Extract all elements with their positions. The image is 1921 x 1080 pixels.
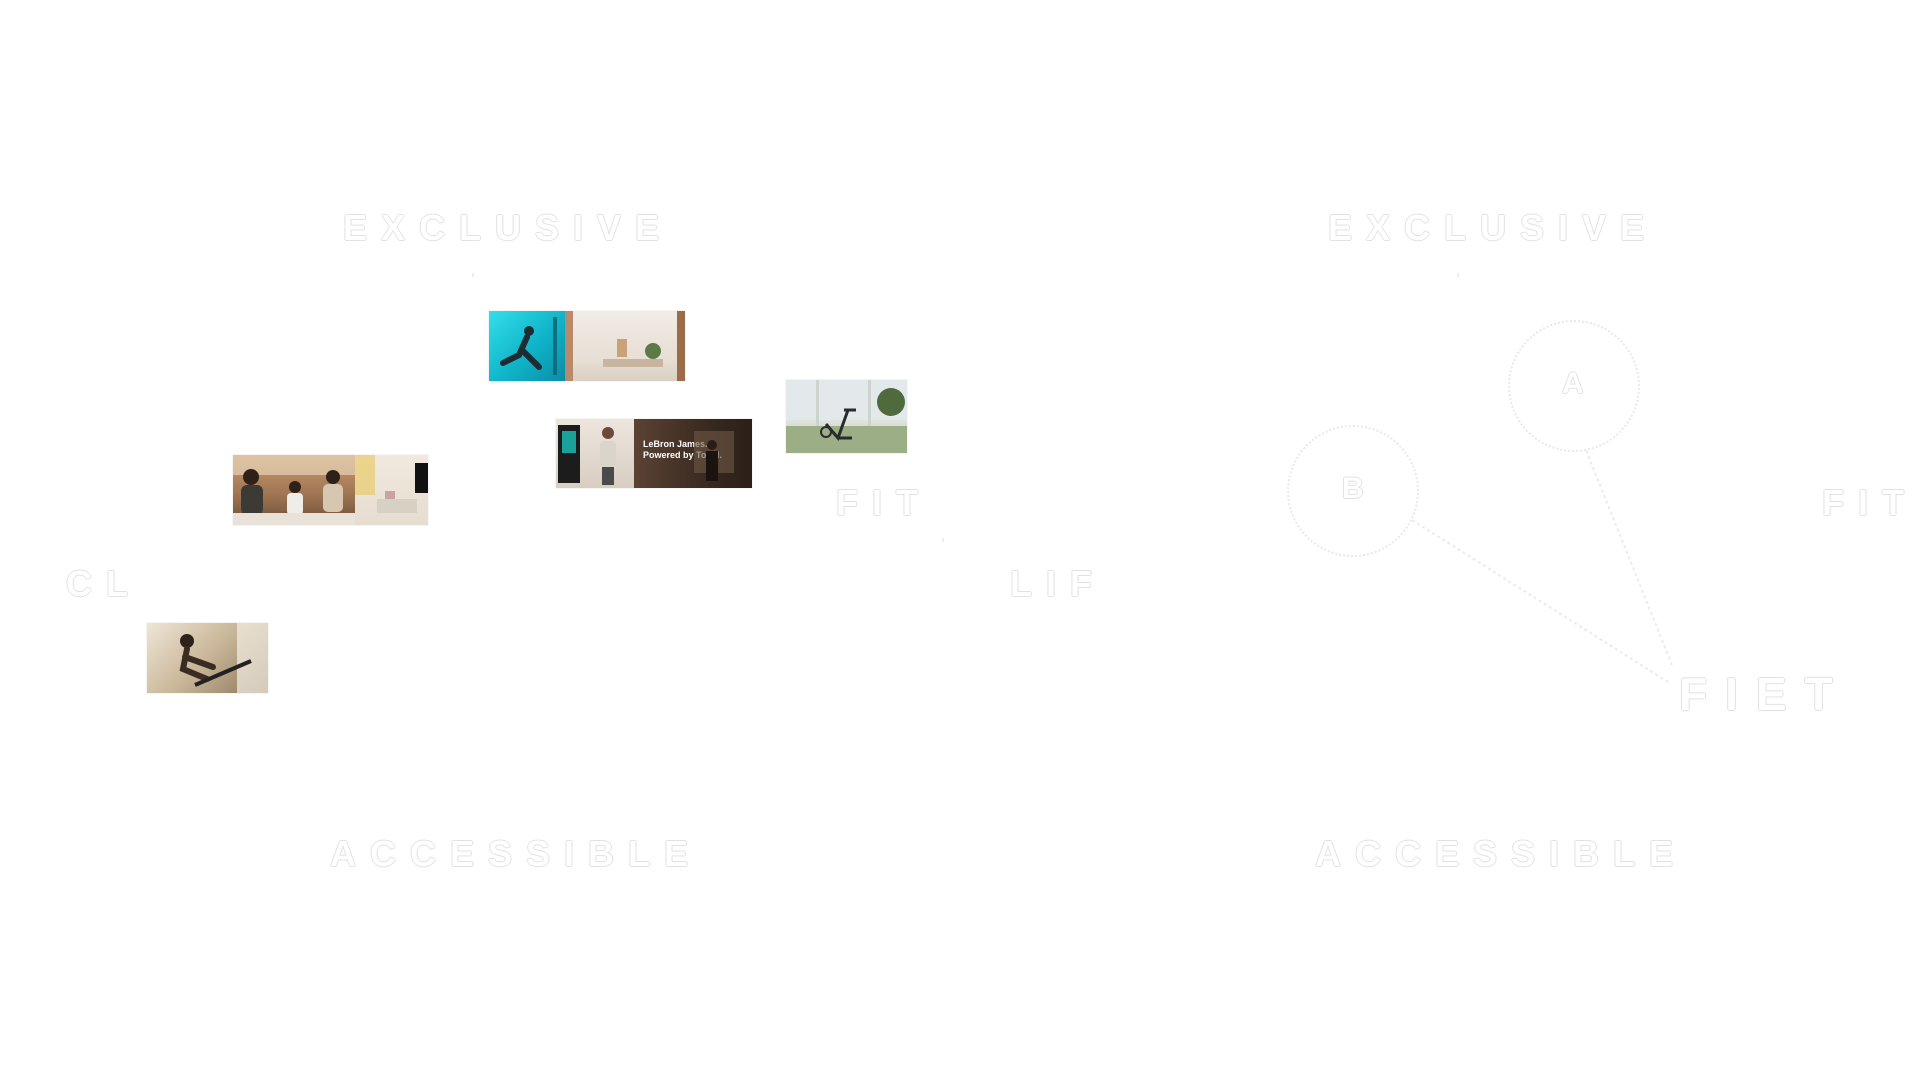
diagram-node-a-letter: A <box>1562 367 1584 401</box>
diagram-target-label: FIET <box>1679 667 1851 721</box>
diagram-node-b-letter: B <box>1342 472 1364 506</box>
connector-b-to-target <box>1412 520 1668 682</box>
connector-a-to-target <box>1584 445 1672 665</box>
